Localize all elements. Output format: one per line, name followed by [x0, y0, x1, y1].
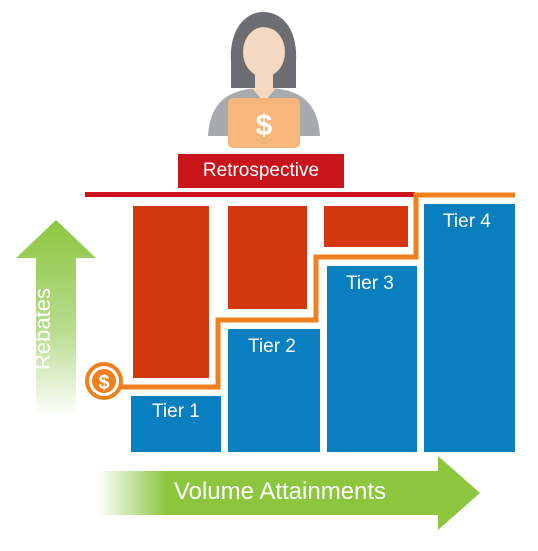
tier-2-label: Tier 2 [248, 336, 296, 357]
rebate-bar-tier-3 [324, 206, 408, 247]
person-at-laptop-icon: $ [208, 12, 320, 148]
retrospective-line [85, 192, 415, 197]
tier-4-bar [424, 204, 515, 452]
laptop [228, 98, 300, 148]
tier-1-bar [131, 396, 221, 452]
tier-3-label: Tier 3 [346, 273, 394, 294]
tier-1-label: Tier 1 [152, 401, 200, 422]
rebate-bar-tier-1 [133, 206, 209, 378]
laptop-dollar-icon: $ [256, 109, 273, 142]
rebates-label-text: Rebates [30, 288, 55, 370]
tier-2-bar [228, 329, 320, 452]
rebates-arrow [16, 220, 96, 418]
volume-axis-label: Volume Attainments [173, 478, 387, 505]
tier-3-bar [327, 266, 417, 452]
tier-step-line [116, 192, 515, 390]
rebate-bar-tier-2 [228, 206, 307, 309]
retrospective-banner: Retrospective [178, 154, 344, 188]
svg-text:$: $ [98, 372, 109, 394]
volume-arrow [98, 456, 480, 530]
tier-4-label: Tier 4 [443, 211, 491, 232]
coin-dollar-icon: $ [85, 362, 123, 400]
